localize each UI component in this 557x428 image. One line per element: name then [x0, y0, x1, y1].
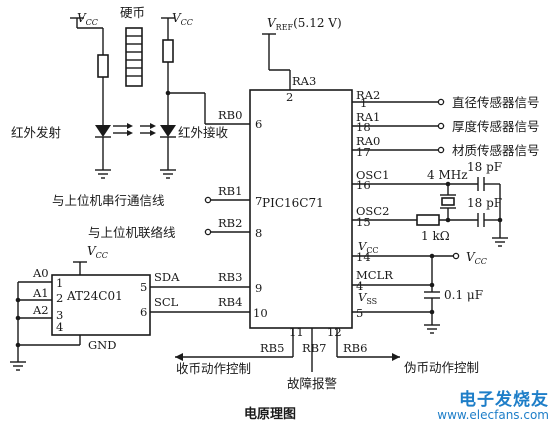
ground-symbol-rx — [160, 169, 176, 179]
svg-text:3: 3 — [56, 308, 63, 322]
crystal-label: 4 MHz — [427, 168, 468, 182]
host-serial-label: 与上位机串行通信线 — [52, 193, 165, 208]
svg-text:9: 9 — [255, 281, 262, 295]
svg-text:A0: A0 — [32, 266, 49, 280]
ir-led-transmitter — [95, 125, 111, 137]
eeprom-vcc-label: VCC — [87, 244, 108, 260]
coin-label: 硬币 — [120, 5, 145, 20]
svg-text:16: 16 — [356, 178, 371, 192]
watermark-logo: 电子发烧友 www.elecfans.com — [437, 385, 549, 422]
ir-detection-circuit: VCC VCC 硬币 — [11, 5, 250, 179]
svg-text:RB6: RB6 — [343, 341, 367, 355]
svg-text:A2: A2 — [32, 303, 49, 317]
eeprom-name: AT24C01 — [66, 289, 123, 303]
svg-text:RB0: RB0 — [218, 108, 242, 122]
svg-text:A1: A1 — [32, 286, 49, 300]
ground-symbol-tx — [95, 169, 111, 179]
svg-text:RB7: RB7 — [302, 341, 326, 355]
ir-receive-label: 红外接收 — [178, 125, 229, 140]
svg-text:RB3: RB3 — [218, 270, 242, 284]
svg-text:OSC2: OSC2 — [356, 204, 389, 218]
svg-text:SCL: SCL — [154, 295, 179, 309]
fault-alarm-label: 故障报警 — [287, 376, 337, 391]
svg-text:RA3: RA3 — [292, 74, 316, 88]
pic16c71-chip: PIC16C71 VREF(5.12 V) RA3 2 RB0 6 RB1 7 … — [150, 16, 478, 372]
svg-text:2: 2 — [56, 291, 63, 305]
sensor-thickness-label: 厚度传感器信号 — [452, 119, 540, 134]
resistor-1k — [416, 214, 440, 226]
svg-text:11: 11 — [289, 325, 304, 339]
svg-text:4: 4 — [356, 279, 363, 293]
watermark-title: 电子发烧友 — [459, 390, 549, 410]
svg-text:7: 7 — [255, 194, 262, 208]
reset-cap-label: 0.1 μF — [444, 288, 483, 302]
cap-top-label: 18 pF — [467, 160, 502, 174]
svg-text:5: 5 — [356, 306, 363, 320]
resistor-1k-label: 1 kΩ — [421, 229, 450, 243]
watermark-url: www.elecfans.com — [437, 408, 549, 422]
vref-label: VREF(5.12 V) — [267, 16, 342, 32]
svg-text:RB2: RB2 — [218, 216, 242, 230]
diagram-caption: 电原理图 — [244, 406, 296, 422]
svg-text:1: 1 — [360, 96, 367, 110]
cap-bottom-label: 18 pF — [467, 196, 502, 210]
reset-circuit: VCC 0.1 μF — [424, 250, 487, 334]
svg-text:6: 6 — [140, 305, 147, 319]
svg-text:1: 1 — [56, 276, 63, 290]
sensor-material-label: 材质传感器信号 — [452, 143, 540, 158]
svg-text:14: 14 — [356, 250, 371, 264]
svg-text:12: 12 — [327, 325, 342, 339]
ir-transmit-label: 红外发射 — [11, 125, 61, 140]
svg-text:MCLR: MCLR — [356, 268, 393, 282]
sensor-diameter-label: 直径传感器信号 — [452, 95, 540, 110]
svg-text:18: 18 — [356, 120, 371, 134]
svg-text:RA0: RA0 — [356, 134, 380, 148]
svg-text:4: 4 — [56, 320, 63, 334]
svg-text:2: 2 — [286, 90, 293, 104]
svg-text:RB5: RB5 — [260, 341, 284, 355]
svg-text:OSC1: OSC1 — [356, 168, 389, 182]
svg-text:SDA: SDA — [154, 270, 180, 284]
svg-text:15: 15 — [356, 215, 371, 229]
svg-text:17: 17 — [356, 145, 371, 159]
vcc-label-left: VCC — [77, 11, 98, 27]
svg-text:VCC: VCC — [358, 239, 379, 255]
svg-text:RA2: RA2 — [356, 88, 380, 102]
coin-stack-icon — [125, 27, 143, 87]
host-link-label: 与上位机联络线 — [88, 225, 176, 240]
resistor-tx — [97, 54, 109, 78]
svg-text:6: 6 — [255, 117, 262, 131]
coin-control-label: 收币动作控制 — [176, 361, 251, 376]
vcc-label-mid: VCC — [172, 11, 193, 27]
oscillator-circuit: 4 MHz 18 pF 18 pF 1 kΩ — [416, 160, 508, 247]
chip-name: PIC16C71 — [262, 196, 324, 210]
ir-receiver-diode — [160, 125, 176, 137]
svg-text:GND: GND — [88, 338, 116, 352]
svg-text:RB4: RB4 — [218, 295, 242, 309]
resistor-rx — [162, 39, 174, 63]
svg-text:8: 8 — [255, 226, 262, 240]
output-signals: 收币动作控制 故障报警 伪币动作控制 — [175, 353, 479, 391]
svg-text:10: 10 — [253, 306, 268, 320]
svg-text:5: 5 — [140, 280, 147, 294]
fake-coin-control-label: 伪币动作控制 — [404, 360, 479, 375]
at24c01-eeprom: VCC AT24C01 1 2 3 4 5 6 SDA SCL A0 A1 A2… — [10, 244, 180, 371]
vcc-label-right: VCC — [466, 250, 487, 266]
svg-text:VSS: VSS — [358, 290, 377, 306]
svg-text:RB1: RB1 — [218, 184, 242, 198]
svg-text:RA1: RA1 — [356, 110, 380, 124]
